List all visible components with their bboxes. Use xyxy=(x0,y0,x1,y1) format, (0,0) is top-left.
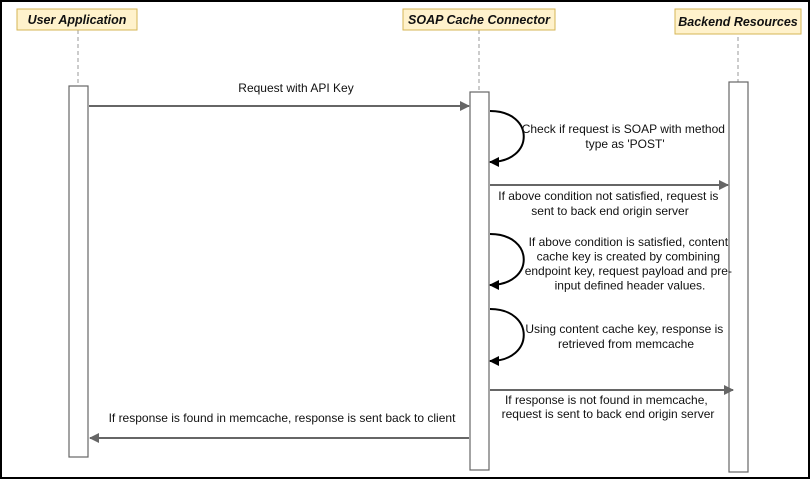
self-cache-key-arrow xyxy=(489,233,525,290)
participant-backend-label: Backend Resources xyxy=(678,15,798,29)
self-cache-key-label: If above condition is satisfied, content… xyxy=(525,235,736,293)
activation-backend xyxy=(728,81,749,473)
self-retrieve-label: Using content cache key, response is ret… xyxy=(525,322,726,351)
activation-user xyxy=(68,85,89,458)
self-retrieve-arrow xyxy=(489,308,525,366)
participant-user-label: User Application xyxy=(28,13,127,27)
participant-backend: Backend Resources xyxy=(674,8,802,35)
self-check-arrow xyxy=(489,110,525,167)
self-check-label: Check if request is SOAP with method typ… xyxy=(522,122,729,151)
activation-soap xyxy=(469,91,490,471)
participant-user: User Application xyxy=(16,8,138,31)
participant-soap: SOAP Cache Connector xyxy=(402,8,556,31)
message-to-backend-1-label: If above condition not satisfied, reques… xyxy=(498,189,721,218)
message-request-label: Request with API Key xyxy=(238,81,353,95)
message-response-label: If response is found in memcache, respon… xyxy=(109,411,457,425)
participant-soap-label: SOAP Cache Connector xyxy=(408,13,551,27)
message-to-backend-2-label: If response is not found in memcache, re… xyxy=(502,393,715,421)
